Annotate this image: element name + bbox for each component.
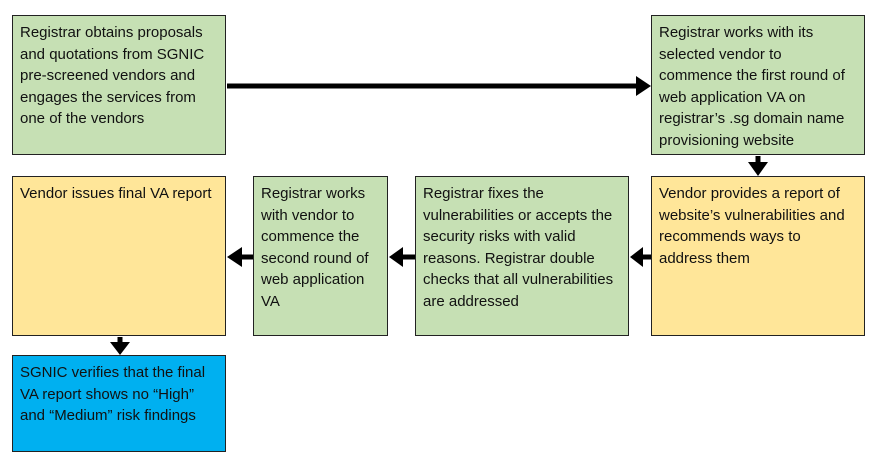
arrow-step5-to-step6 [227, 247, 253, 267]
step-first-round-va: Registrar works with its selected vendor… [651, 15, 865, 155]
step-fix-vulnerabilities: Registrar fixes the vulnerabilities or a… [415, 176, 629, 336]
arrow-step1-to-step2 [227, 76, 651, 96]
step-final-va-report: Vendor issues final VA report [12, 176, 226, 336]
arrow-step4-to-step5 [389, 247, 415, 267]
step-vendor-report: Vendor provides a report of website’s vu… [651, 176, 865, 336]
step-second-round-va: Registrar works with vendor to commence … [253, 176, 388, 336]
arrow-step3-to-step4 [630, 247, 651, 267]
step-sgnic-verifies: SGNIC verifies that the final VA report … [12, 355, 226, 452]
step-obtain-proposals: Registrar obtains proposals and quotatio… [12, 15, 226, 155]
arrow-step2-to-step3 [748, 156, 768, 176]
arrow-step6-to-step7 [110, 337, 130, 355]
